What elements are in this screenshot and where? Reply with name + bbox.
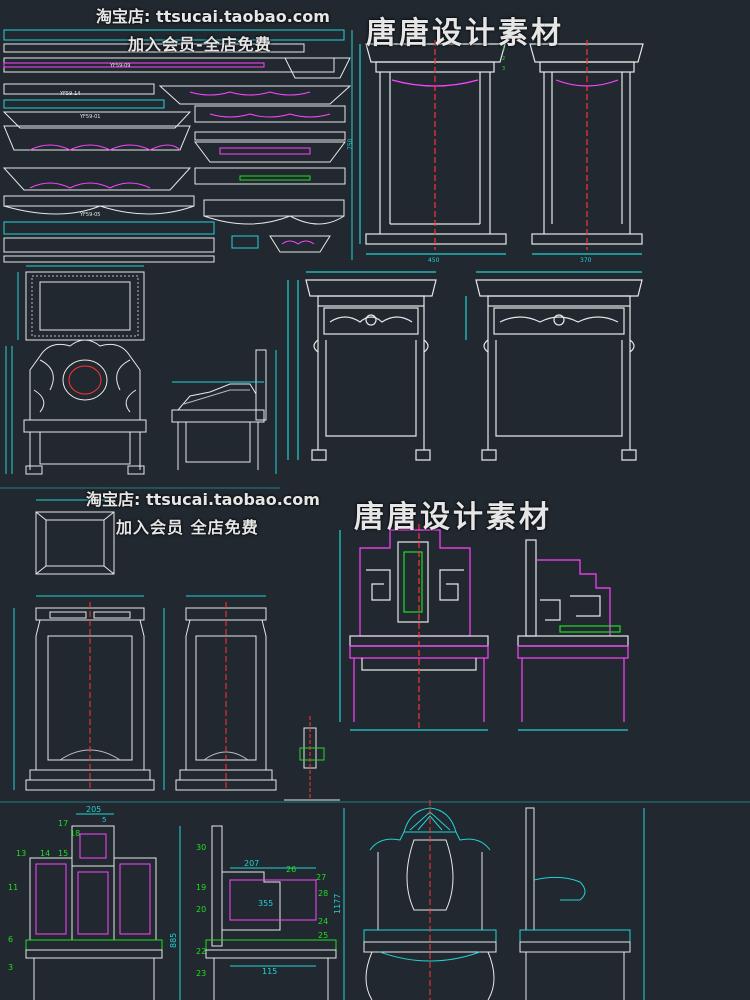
throne-plan-view [17, 265, 145, 341]
callout-28: 28 [318, 889, 328, 898]
d5-label: 5 [102, 816, 106, 824]
fret-chair-side [517, 539, 629, 731]
carved-table-side [465, 271, 643, 461]
parts-list-drawing: YF59-09 YF59-14 YF59-01 YF59-05 [2, 29, 353, 263]
d205-label: 205 [86, 805, 101, 814]
part-label: YF59-05 [79, 212, 100, 218]
part-label: YF59-14 [59, 91, 80, 97]
throne-front-view [5, 339, 147, 475]
shop-watermark: 淘宝店: ttsucai.taobao.com [96, 7, 330, 26]
cabinet-front-view [13, 595, 155, 791]
callout-26: 26 [286, 865, 296, 874]
brand-watermark-2: 唐唐设计素材 [354, 500, 552, 535]
fret-chair-front [339, 524, 489, 731]
part-label: YF59-01 [79, 114, 100, 120]
d355-label: 355 [258, 899, 273, 908]
callout-11: 11 [8, 883, 18, 892]
callout-14: 14 [40, 849, 50, 858]
small-detail-drawing [284, 716, 340, 801]
callout-24: 24 [318, 917, 328, 926]
stand-front-view: 450 750 1 2 3 [347, 40, 507, 264]
callout-3b: 3 [8, 963, 13, 972]
callout-18: 18 [70, 829, 80, 838]
brand-watermark: 唐唐设计素材 [366, 16, 564, 51]
callout-20: 20 [196, 905, 206, 914]
shell-chair-side [519, 807, 645, 1000]
height-label: 750 [347, 138, 354, 150]
shell-chair-front: 1177 [333, 800, 497, 1000]
screen-chair-side: 207 355 115 30 19 20 22 23 26 27 28 24 2… [196, 825, 337, 1000]
callout-30: 30 [196, 843, 206, 852]
front-width-label: 450 [428, 257, 440, 264]
callout-6: 6 [8, 935, 13, 944]
carved-table-front [287, 271, 437, 461]
side-width-label: 370 [580, 257, 592, 264]
stand-side-view: 370 [529, 40, 644, 264]
shop-watermark-2: 淘宝店: ttsucai.taobao.com [86, 490, 320, 509]
part-label: YF59-09 [109, 63, 130, 69]
d115-label: 115 [262, 967, 277, 976]
callout-22: 22 [196, 947, 206, 956]
callout-23: 23 [196, 969, 206, 978]
member-watermark-2: 加入会员 全店免费 [116, 518, 259, 537]
callout-1: 1 [502, 46, 505, 52]
member-watermark: 加入会员-全店免费 [128, 35, 272, 54]
callout-2: 2 [502, 56, 505, 62]
callout-3: 3 [502, 66, 505, 72]
cabinet-side-view [163, 595, 277, 791]
callout-17: 17 [58, 819, 68, 828]
d1177-label: 1177 [333, 894, 342, 914]
cabinet-top-view [35, 499, 115, 575]
screen-cabinet-front: 205 5 885 17 18 13 14 15 11 6 3 [8, 805, 181, 1000]
d207-label: 207 [244, 859, 259, 868]
callout-27: 27 [316, 873, 326, 882]
callout-19: 19 [196, 883, 206, 892]
callout-15: 15 [58, 849, 68, 858]
callout-25: 25 [318, 931, 328, 940]
throne-side-view [171, 349, 277, 474]
callout-13: 13 [16, 849, 26, 858]
d885-label: 885 [169, 933, 178, 948]
